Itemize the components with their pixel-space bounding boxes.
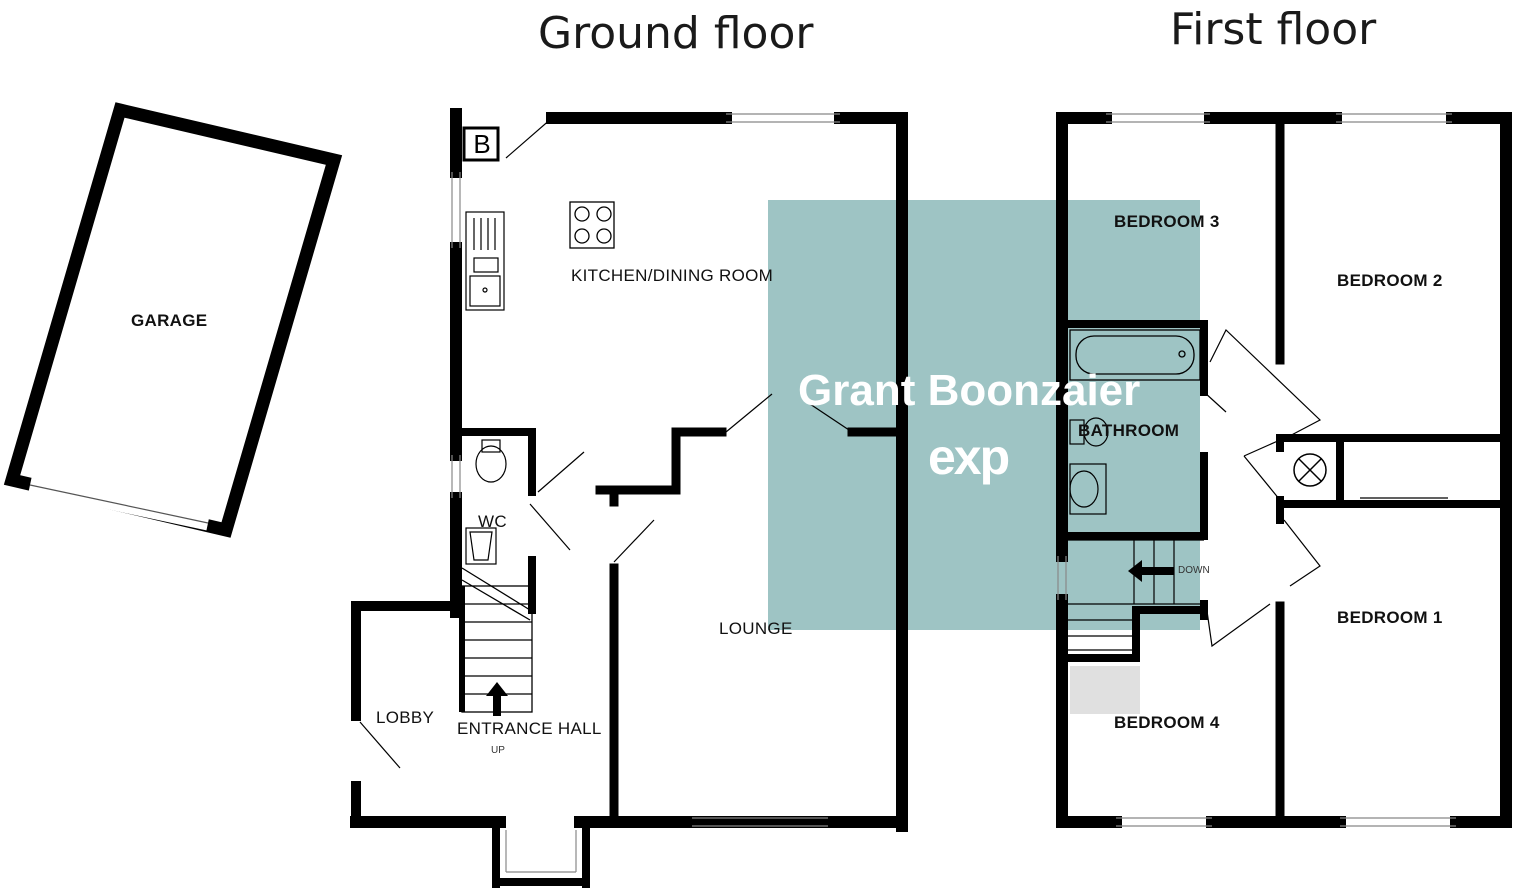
bath-tub-icon <box>1069 329 1201 381</box>
down-label: DOWN <box>1178 565 1210 576</box>
wc-label: WC <box>478 512 507 531</box>
entrance-hall-label: ENTRANCE HALL <box>457 719 602 738</box>
bedroom-3-label: BEDROOM 3 <box>1114 212 1220 231</box>
first-floor-heading: First floor <box>1170 4 1377 55</box>
kitchen-label: KITCHEN/DINING ROOM <box>571 266 774 285</box>
hob-icon <box>569 201 615 249</box>
ground-staircase <box>459 567 533 713</box>
bedroom-2-label: BEDROOM 2 <box>1337 271 1443 290</box>
lounge-label: LOUNGE <box>719 619 793 638</box>
bathroom-label: BATHROOM <box>1078 421 1180 440</box>
ground-floor-walls <box>350 108 908 888</box>
up-label: UP <box>491 745 505 756</box>
boiler-label: B <box>473 129 491 159</box>
boiler-symbol <box>462 126 500 162</box>
extractor-fan-icon <box>1293 453 1327 487</box>
ground-floor-heading: Ground floor <box>538 8 814 59</box>
wc-fixtures <box>465 439 507 565</box>
garage-walls <box>3 102 343 538</box>
watermark-panel <box>768 200 1200 630</box>
exp-logo: exp <box>928 429 1010 485</box>
lobby-label: LOBBY <box>376 708 435 727</box>
down-arrow-icon <box>1128 560 1174 582</box>
first-floor-walls <box>1056 112 1512 828</box>
up-arrow-icon <box>486 682 508 716</box>
cupboard-shading <box>1070 666 1140 714</box>
kitchen-sink-icon <box>465 211 505 311</box>
first-floor-doors <box>1203 329 1322 648</box>
ground-floor-doors <box>359 117 853 769</box>
bathroom-fixtures <box>1069 417 1109 515</box>
ground-floor-windows <box>451 113 840 873</box>
garage-label: GARAGE <box>131 311 208 330</box>
watermark-agent-name: Grant Boonzaier <box>798 366 1141 415</box>
first-floor-windows <box>1057 113 1456 827</box>
bedroom-4-label: BEDROOM 4 <box>1114 713 1220 732</box>
bedroom-1-label: BEDROOM 1 <box>1337 608 1443 627</box>
